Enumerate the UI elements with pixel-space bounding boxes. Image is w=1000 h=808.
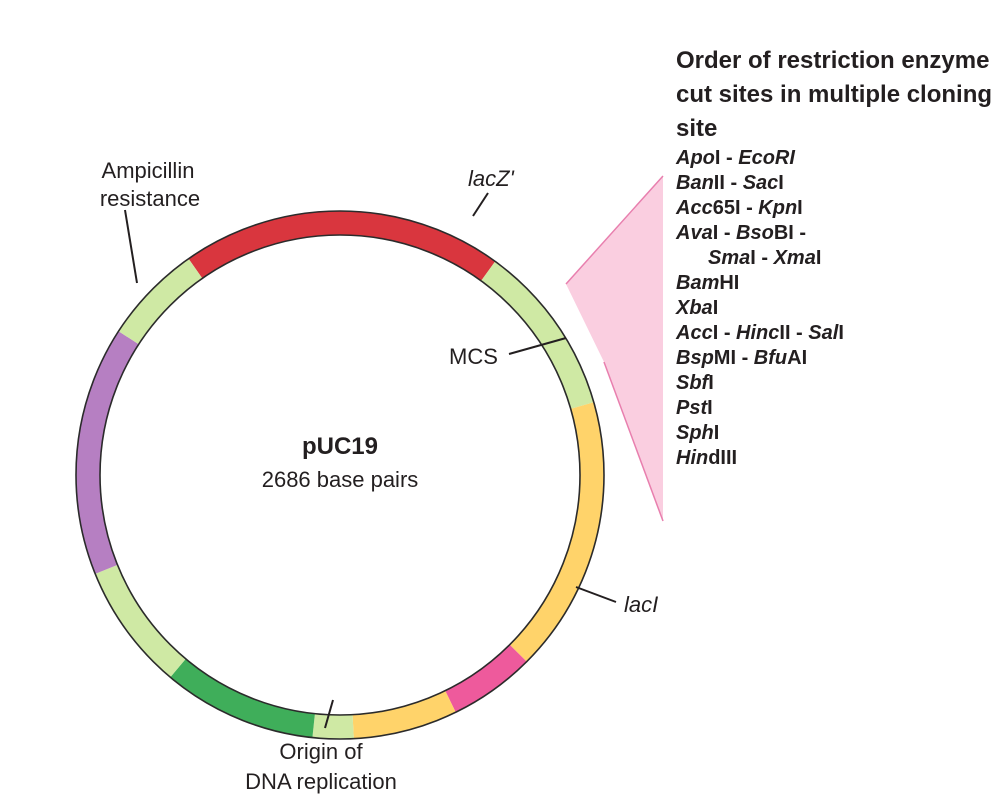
panel-title: Order of restriction enzyme cut sites in… [676,47,993,142]
enzyme-entry: AvaI - BsoBI - [676,221,996,246]
enzyme-name-italic: Bam [676,272,720,294]
enzyme-name-italic: Sbf [676,372,709,394]
laci-label: lacI [624,592,658,617]
enzyme-name-plain: BI - [773,222,807,244]
enzyme-name-italic: Ava [676,222,713,244]
segment-spacer-top-left [480,261,594,409]
enzyme-name-italic: Hinc [736,322,780,344]
mcs-fan-edge-top [565,175,664,285]
ring-inner-outline [99,234,581,716]
enzyme-name-plain: I [778,172,784,194]
enzyme-entry: SphI [676,421,996,446]
enzyme-name-italic: Sac [742,172,779,194]
enzyme-name-italic: Apo [676,147,715,169]
enzyme-name-plain: I [707,397,713,419]
segment-lacz-lower [352,690,456,739]
enzyme-name-plain: II - [779,322,809,344]
enzyme-name-plain: AI [787,347,808,369]
mcs-zoom-fan [566,176,663,521]
enzyme-name-italic: Hin [676,447,709,469]
ampicillin-label-line1: Ampicillin [102,158,195,183]
enzyme-name-italic: Bsp [676,347,714,369]
enzyme-name-plain: II - [713,172,743,194]
enzyme-name-plain: I - [712,222,737,244]
mcs-fan-edge-bottom [603,361,664,522]
segment-laci-gene [170,658,316,738]
lacz-label: lacZ' [468,166,515,191]
enzyme-name-italic: Ban [676,172,714,194]
origin-label-line1: Origin of [279,739,363,764]
enzyme-name-italic: Sma [708,247,751,269]
enzyme-entry: SbfI [676,371,996,396]
enzyme-entry: ApoI - EcoRI [676,146,996,171]
enzyme-name-italic: Bfu [753,347,788,369]
enzyme-entry: BanII - SacI [676,171,996,196]
enzyme-name-plain: HI [719,272,740,294]
enzyme-name-plain: I [712,297,719,319]
enzyme-cut-site-panel: Order of restriction enzyme cut sites in… [676,44,996,471]
ring-outer-outline [75,210,605,740]
enzyme-entry: BspMI - BfuAI [676,346,996,371]
enzyme-name-plain: I [713,422,720,444]
segment-spacer-right [312,713,354,739]
enzyme-name-italic: Acc [676,322,713,344]
origin-label-line2: DNA replication [245,769,397,794]
plasmid-name: pUC19 [302,433,378,460]
enzyme-name-italic: Pst [676,397,708,419]
ampicillin-label-line2: resistance [100,186,200,211]
enzyme-name-italic: Xba [676,297,713,319]
enzyme-name-plain: I - [712,322,737,344]
enzyme-name-plain: I [797,197,803,219]
enzyme-name-plain: I - [750,247,774,269]
enzyme-name-plain: I [815,247,822,269]
enzyme-entry: XbaI [676,296,996,321]
plasmid-ring [75,210,605,740]
enzyme-name-plain: dIII [708,447,738,469]
plasmid-size: 2686 base pairs [262,467,419,492]
segment-multiple-cloning-site [445,644,527,713]
segment-spacer-bottom-left [118,258,203,345]
ampicillin-leader [124,209,138,284]
enzyme-name-plain: I - [714,147,739,169]
enzyme-entry: PstI [676,396,996,421]
enzyme-name-plain: I [708,372,714,394]
enzyme-name-italic: Bso [736,222,774,244]
segment-origin-of-replication [76,331,139,574]
enzyme-name-plain: I [838,322,844,344]
enzyme-entry: BamHI [676,271,996,296]
mcs-leader [508,337,567,355]
enzyme-entry: HindIII [676,446,996,471]
enzyme-entry: SmaI - XmaI [676,246,996,271]
enzyme-entry: AccI - HincII - SalI [676,321,996,346]
enzyme-name-italic: EcoRI [738,147,795,169]
enzyme-entry: Acc65I - KpnI [676,196,996,221]
enzyme-name-italic: Acc [676,197,713,219]
enzyme-name-italic: Xma [773,247,816,269]
enzyme-name-plain: MI - [713,347,754,369]
enzyme-name-italic: Sph [676,422,714,444]
segment-spacer-bottom-right [95,564,186,678]
enzyme-name-plain: 65I - [712,197,759,219]
origin-leader [324,699,334,729]
enzyme-name-italic: Kpn [758,197,798,219]
enzyme-name-italic: Sal [808,322,839,344]
mcs-label: MCS [449,344,498,369]
segment-lacz-upper [509,402,604,662]
laci-leader [575,586,617,603]
lacz-leader [472,192,489,217]
segment-ampicillin-resistance [188,211,496,281]
